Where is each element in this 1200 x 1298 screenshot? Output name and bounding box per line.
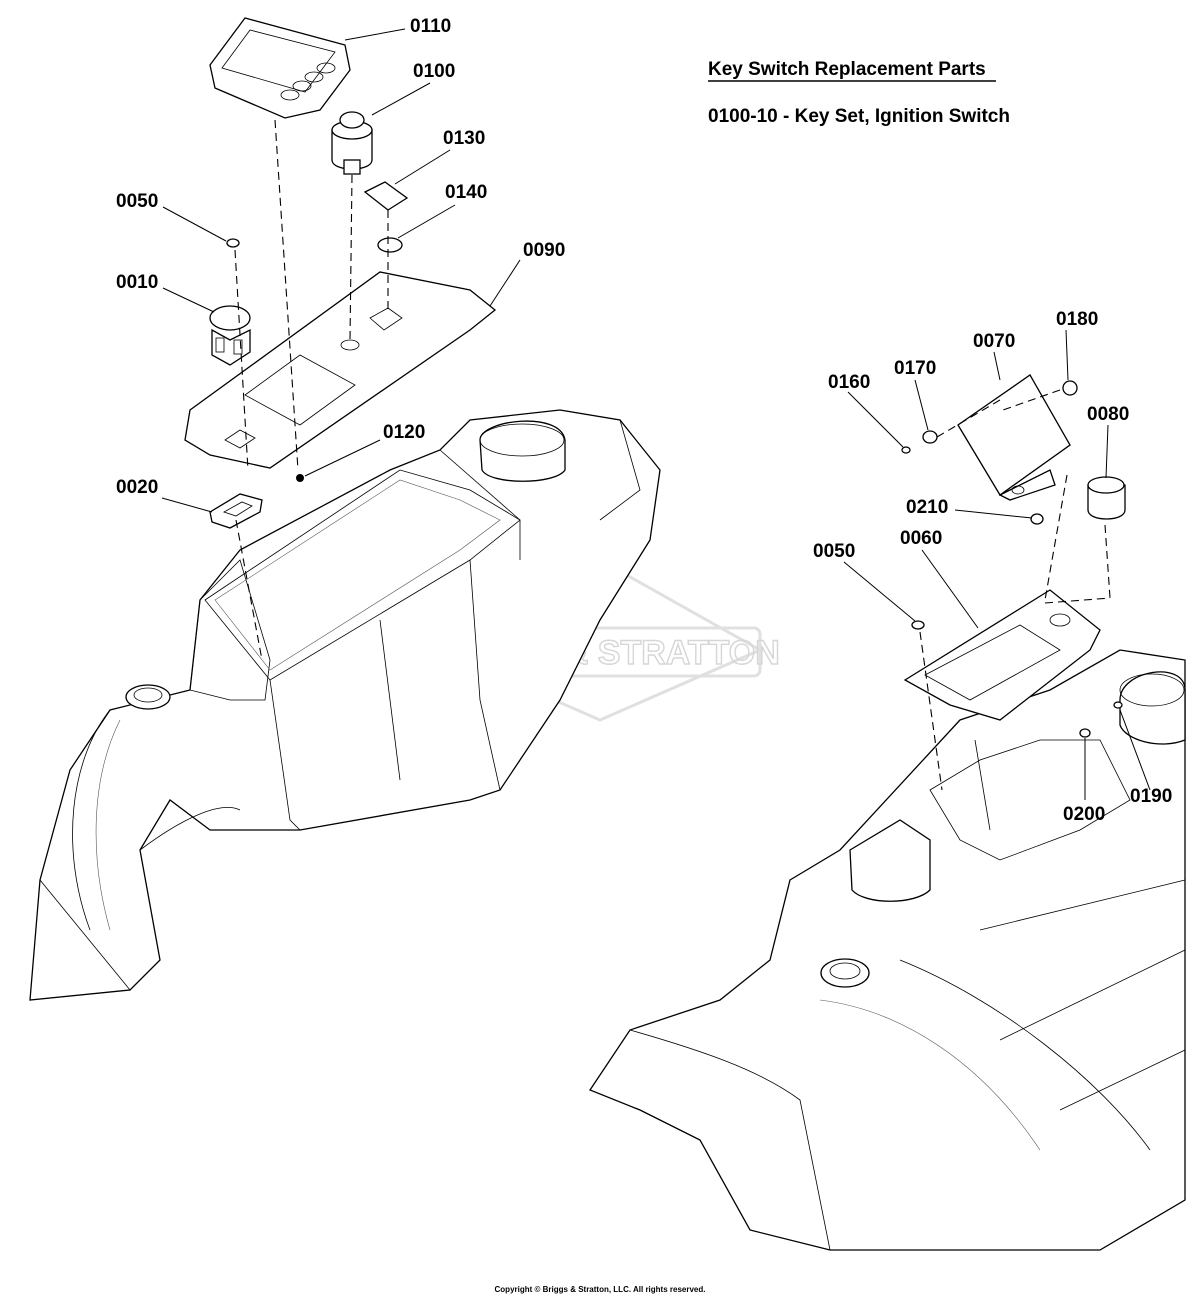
- copyright-notice: Copyright © Briggs & Stratton, LLC. All …: [495, 1285, 706, 1294]
- part-0190-screw: [1113, 701, 1123, 709]
- part-0100-ignition-switch: [331, 111, 373, 175]
- part-0130-cap: [363, 181, 409, 211]
- callout-0070: 0070: [973, 331, 1015, 352]
- note-line-key-set: 0100-10 - Key Set, Ignition Switch: [708, 106, 1010, 127]
- part-0160-screw: [901, 446, 911, 454]
- callout-0200: 0200: [1063, 804, 1105, 825]
- part-0020-bezel: [209, 493, 263, 529]
- callout-0100: 0100: [413, 61, 455, 82]
- callout-0210: 0210: [906, 497, 948, 518]
- part-0070-cover: [957, 374, 1071, 501]
- left-console-body: [29, 409, 661, 1001]
- callout-0130: 0130: [443, 128, 485, 149]
- callout-0080: 0080: [1087, 404, 1129, 425]
- callout-0050-left: 0050: [116, 191, 158, 212]
- callout-0090: 0090: [523, 240, 565, 261]
- callout-0180: 0180: [1056, 309, 1098, 330]
- part-0170-washer: [922, 430, 938, 444]
- right-alignment-lines: [919, 389, 1111, 791]
- replacement-parts-note: Key Switch Replacement Parts 0100-10 - K…: [708, 59, 1010, 127]
- part-0090-panel-plate: [184, 271, 497, 469]
- note-title: Key Switch Replacement Parts: [708, 59, 986, 80]
- leader-lines: [161, 28, 1151, 800]
- callout-0110: 0110: [410, 16, 451, 37]
- part-0180-cap: [1062, 380, 1078, 396]
- part-0110-display-module: [209, 17, 351, 119]
- part-0050-screw: [226, 238, 240, 248]
- callout-0190: 0190: [1130, 786, 1172, 807]
- part-0010-switch: [209, 305, 251, 366]
- part-0200-washer: [1079, 728, 1091, 738]
- part-0210-nut: [1030, 513, 1044, 525]
- part-0060-plate: [903, 589, 1101, 721]
- callout-0120: 0120: [383, 422, 425, 443]
- callout-0010: 0010: [116, 272, 158, 293]
- callout-0050-right: 0050: [813, 541, 855, 562]
- part-0050-screw-right: [911, 620, 925, 630]
- callout-0060: 0060: [900, 528, 942, 549]
- callout-0020: 0020: [116, 477, 158, 498]
- right-console-body: [589, 649, 1186, 1251]
- left-alignment-lines: [234, 119, 389, 661]
- part-0080-receptacle: [1087, 476, 1126, 520]
- callout-0160: 0160: [828, 372, 870, 393]
- part-0120-fastener: [296, 474, 304, 482]
- callout-labels: 0110 0100 0130 0140 0050 0010 0090 0120 …: [116, 16, 1172, 825]
- callout-0140: 0140: [445, 182, 487, 203]
- part-0140-ring: [377, 237, 403, 253]
- callout-0170: 0170: [894, 358, 936, 379]
